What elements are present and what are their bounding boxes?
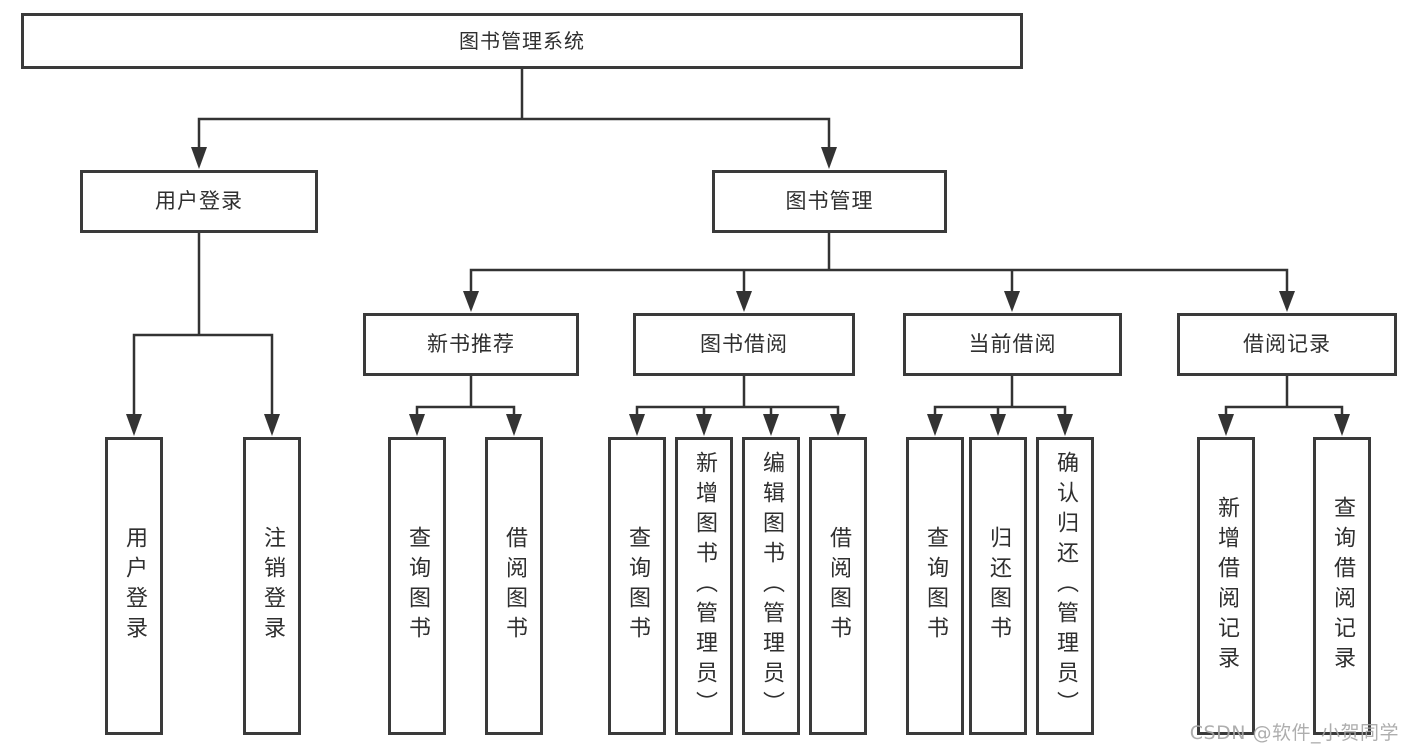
arrowhead-icon [821, 147, 837, 169]
node-user-login-branch-label: 用户登录 [155, 189, 243, 213]
node-leaf-add-borrow-record: 新增借阅记录 [1197, 437, 1255, 735]
node-leaf-add-books-admin: 新增图书（管理员） [675, 437, 733, 735]
arrowhead-icon [736, 291, 752, 312]
arrowhead-icon [1334, 414, 1350, 436]
edge-newrec-bracket [415, 405, 516, 415]
edge-borrow-bracket [635, 405, 840, 415]
node-new-book-recommend: 新书推荐 [363, 313, 579, 376]
arrowhead-icon [927, 414, 943, 436]
arrowhead-icon [696, 414, 712, 436]
arrowhead-icon [1004, 291, 1020, 312]
node-leaf-edit-books-admin: 编辑图书（管理员） [742, 437, 800, 735]
node-borrowing-records: 借阅记录 [1177, 313, 1397, 376]
node-leaf-query-books-current-label: 查询图书 [923, 526, 948, 646]
arrowhead-icon [763, 414, 779, 436]
node-book-borrowing-label: 图书借阅 [700, 332, 788, 356]
edge-root-bracket [197, 117, 831, 148]
arrowhead-icon [990, 414, 1006, 436]
node-library-system: 图书管理系统 [21, 13, 1023, 69]
node-leaf-confirm-return-admin: 确认归还（管理员） [1036, 437, 1094, 735]
node-current-borrowing-label: 当前借阅 [968, 332, 1057, 356]
edge-bookmgmt-bracket [469, 268, 1289, 292]
node-leaf-query-books-borrowing-label: 查询图书 [625, 526, 650, 646]
edge-current-bracket [933, 405, 1067, 415]
arrowhead-icon [264, 414, 280, 436]
node-leaf-confirm-return-admin-label: 确认归还（管理员） [1053, 451, 1078, 721]
node-leaf-query-books-borrowing: 查询图书 [608, 437, 666, 735]
node-leaf-query-books-recommend: 查询图书 [388, 437, 446, 735]
edge-records-bracket [1224, 405, 1344, 415]
arrowhead-icon [830, 414, 846, 436]
node-library-system-label: 图书管理系统 [459, 29, 585, 53]
edge-userlogin-bracket [132, 333, 274, 415]
node-leaf-borrow-books-recommend: 借阅图书 [485, 437, 543, 735]
node-borrowing-records-label: 借阅记录 [1243, 332, 1331, 356]
arrowhead-icon [1218, 414, 1234, 436]
node-book-borrowing: 图书借阅 [633, 313, 855, 376]
node-book-management: 图书管理 [712, 170, 947, 233]
node-leaf-query-borrow-record: 查询借阅记录 [1313, 437, 1371, 735]
node-leaf-return-books-label: 归还图书 [986, 526, 1011, 646]
node-leaf-add-borrow-record-label: 新增借阅记录 [1214, 496, 1239, 676]
arrowhead-icon [1279, 291, 1295, 312]
node-leaf-borrow-books-recommend-label: 借阅图书 [502, 526, 527, 646]
node-leaf-logout: 注销登录 [243, 437, 301, 735]
arrowhead-icon [1057, 414, 1073, 436]
node-leaf-edit-books-admin-label: 编辑图书（管理员） [759, 451, 784, 721]
node-book-management-label: 图书管理 [785, 189, 874, 213]
node-leaf-return-books: 归还图书 [969, 437, 1027, 735]
arrowheads [126, 147, 1350, 436]
node-leaf-borrow-books: 借阅图书 [809, 437, 867, 735]
arrowhead-icon [506, 414, 522, 436]
arrowhead-icon [191, 147, 207, 169]
node-new-book-recommend-label: 新书推荐 [427, 332, 515, 356]
node-leaf-add-books-admin-label: 新增图书（管理员） [692, 451, 717, 721]
arrowhead-icon [409, 414, 425, 436]
node-user-login-branch: 用户登录 [80, 170, 318, 233]
node-leaf-borrow-books-label: 借阅图书 [826, 526, 851, 646]
node-leaf-query-books-recommend-label: 查询图书 [405, 526, 430, 646]
arrowhead-icon [629, 414, 645, 436]
node-leaf-user-login: 用户登录 [105, 437, 163, 735]
node-leaf-query-books-current: 查询图书 [906, 437, 964, 735]
node-current-borrowing: 当前借阅 [903, 313, 1122, 376]
node-leaf-user-login-label: 用户登录 [122, 526, 147, 646]
arrowhead-icon [463, 291, 479, 312]
csdn-watermark: CSDN @软件_小贺同学 [1189, 722, 1399, 744]
node-leaf-query-borrow-record-label: 查询借阅记录 [1330, 496, 1355, 676]
arrowhead-icon [126, 414, 142, 436]
node-leaf-logout-label: 注销登录 [260, 526, 285, 646]
